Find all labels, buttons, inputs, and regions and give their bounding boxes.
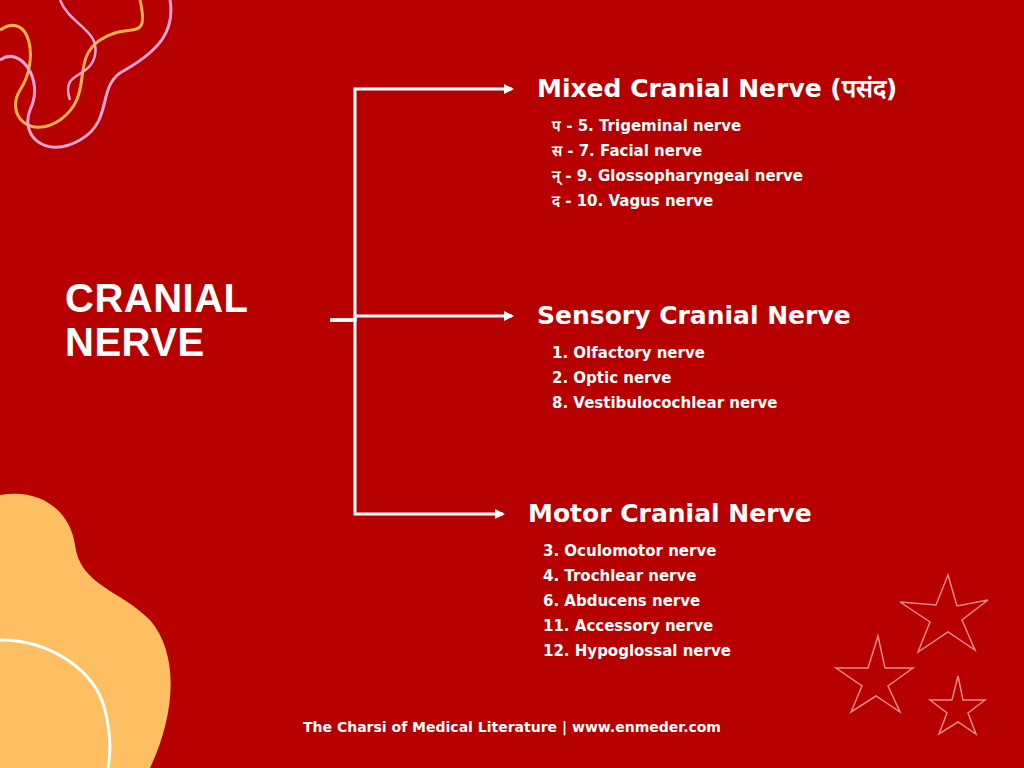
group-heading: Motor Cranial Nerve [528, 497, 812, 531]
squiggle [60, 0, 96, 100]
branch-arrow [330, 320, 503, 514]
branch-arrow [330, 89, 512, 320]
blob-curve [0, 640, 110, 768]
nerve-item: 2. Optic nerve [537, 366, 851, 391]
squiggle [0, 0, 143, 127]
root-node: CRANIAL NERVE [65, 276, 295, 364]
nerve-item: 3. Oculomotor nerve [528, 539, 812, 564]
squiggle [0, 0, 171, 147]
blob [0, 494, 171, 768]
nerve-item: 12. Hypoglossal nerve [528, 639, 812, 664]
footer-note: The Charsi of Medical Literature | www.e… [0, 719, 1024, 735]
group-node: Mixed Cranial Nerve (पसंद) प - 5. Trigemi… [537, 72, 897, 214]
nerve-item: 4. Trochlear nerve [528, 564, 812, 589]
nerve-item: 8. Vestibulocochlear nerve [537, 391, 851, 416]
group-node: Motor Cranial Nerve 3. Oculomotor nerve4.… [528, 497, 812, 664]
nerve-item: 11. Accessory nerve [528, 614, 812, 639]
group-heading: Mixed Cranial Nerve (पसंद) [537, 72, 897, 106]
star [930, 676, 985, 734]
nerve-item: 6. Abducens nerve [528, 589, 812, 614]
nerve-item: प - 5. Trigeminal nerve [537, 114, 897, 139]
group-node: Sensory Cranial Nerve 1. Olfactory nerve2… [537, 299, 851, 416]
nerve-item: न् - 9. Glossopharyngeal nerve [537, 164, 897, 189]
root-title: CRANIAL NERVE [65, 276, 295, 364]
nerve-item: स - 7. Facial nerve [537, 139, 897, 164]
nerve-item: द - 10. Vagus nerve [537, 189, 897, 214]
nerve-item: 1. Olfactory nerve [537, 341, 851, 366]
star [900, 575, 988, 652]
group-heading: Sensory Cranial Nerve [537, 299, 851, 333]
star [836, 636, 913, 712]
branch-arrow [330, 316, 512, 320]
